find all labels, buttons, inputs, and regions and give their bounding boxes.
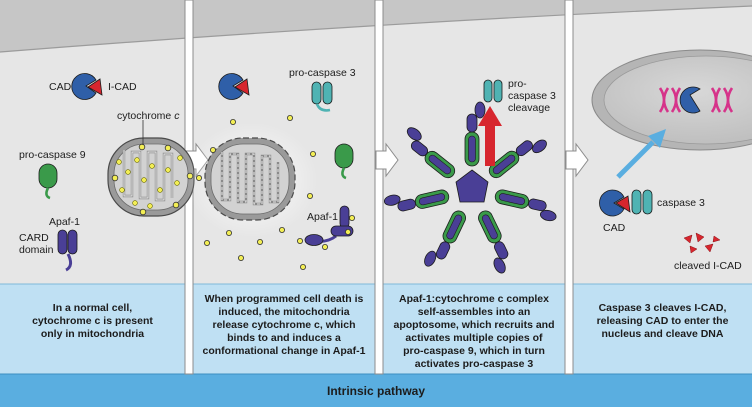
apaf1-protein xyxy=(57,229,78,272)
cad-released xyxy=(599,189,631,217)
label-procaspase3: pro-caspase 3 xyxy=(289,67,356,79)
procaspase3-protein xyxy=(311,81,333,112)
cad-in-nucleus xyxy=(679,86,701,114)
label-cad-panel4: CAD xyxy=(603,222,626,234)
cleaved-icad-fragments xyxy=(683,232,721,254)
procaspase9-protein xyxy=(38,163,58,200)
mitochondrion-intact xyxy=(107,137,195,217)
label-cleaved-icad: cleaved I-CAD xyxy=(674,260,742,272)
caption-panel-2: When programmed cell death is induced, t… xyxy=(202,293,366,357)
apaf1-cytochrome-complex xyxy=(304,205,354,246)
label-cad: CAD xyxy=(49,81,72,93)
flow-arrow-2 xyxy=(375,142,399,178)
activation-arrow xyxy=(478,106,502,166)
apoptosome xyxy=(382,101,560,276)
label-caspase3: caspase 3 xyxy=(657,197,705,209)
cytochrome-c-released xyxy=(195,115,355,270)
dna-fragments xyxy=(658,87,734,113)
procaspase3-cleaving xyxy=(483,79,503,103)
label-icad: I-CAD xyxy=(108,81,137,93)
pathway-title: Intrinsic pathway xyxy=(326,383,426,398)
nuclear-entry-arrow xyxy=(616,129,666,179)
footer-bar xyxy=(0,374,752,407)
label-cytochrome-c: cytochrome c xyxy=(117,110,180,122)
procaspase9-protein-panel2 xyxy=(334,143,354,180)
nucleus xyxy=(591,49,752,151)
cad-icad-complex xyxy=(71,73,103,100)
label-apaf1: Apaf-1 xyxy=(49,216,80,228)
label-card-domain: CARD domain xyxy=(19,232,54,256)
caspase3-active xyxy=(631,189,653,215)
flow-arrow-3 xyxy=(565,142,589,178)
cad-icad-complex-panel2 xyxy=(218,73,250,100)
caption-panel-4: Caspase 3 cleaves I-CAD, releasing CAD t… xyxy=(596,302,729,340)
mitochondrion-releasing xyxy=(186,122,318,238)
label-procaspase3-cleavage: pro- caspase 3 cleavage xyxy=(508,78,556,114)
caption-panel-3: Apaf-1:cytochrome c complex self-assembl… xyxy=(393,293,555,370)
label-apaf1-panel2: Apaf-1 xyxy=(307,211,338,223)
label-procaspase9: pro-caspase 9 xyxy=(19,149,86,161)
caption-panel-1: In a normal cell, cytochrome c is presen… xyxy=(32,302,153,340)
